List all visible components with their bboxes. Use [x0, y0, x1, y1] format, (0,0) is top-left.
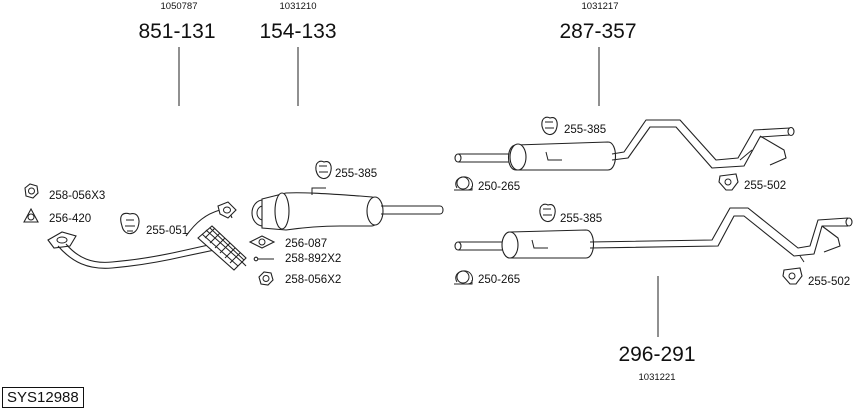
bracket-icon-hole [788, 272, 796, 280]
clamp-icon-ring [456, 270, 470, 284]
part-code-154-133[interactable]: 154-133 [259, 20, 336, 43]
flex-section-mesh [201, 227, 245, 267]
rear-upper-hanger[interactable]: 255-385 [541, 116, 606, 136]
front-nut[interactable]: 258-056X3 [24, 183, 105, 202]
middle-hanger[interactable]: 255-385 [315, 160, 377, 180]
middle-gasket-label: 256-087 [285, 238, 327, 250]
hanger-icon [315, 160, 332, 179]
hanger-icon-slot [125, 219, 135, 232]
front-gasket[interactable]: 256-420 [23, 207, 91, 225]
nut-icon [24, 183, 39, 199]
hanger-icon-slot [545, 121, 554, 129]
clamp-icon [455, 270, 473, 285]
rear-silencer-upper[interactable] [454, 119, 795, 171]
clamp-icon-base [454, 280, 473, 285]
upper-silencer-bracket [545, 151, 562, 161]
upper-tailpipe-tip [759, 135, 787, 166]
part-ref-1031221: 1031221 [639, 372, 676, 383]
middle-silencer-end [366, 196, 384, 226]
rear-lower-bracket[interactable]: 255-502 [782, 267, 850, 288]
bracket-icon [782, 267, 803, 285]
clamp-icon-ring [456, 176, 470, 190]
front-pipe-flange [47, 231, 77, 249]
front-pipe-tube-inner [65, 241, 223, 263]
part-ref-1031217: 1031217 [582, 1, 619, 12]
middle-silencer[interactable] [251, 187, 444, 231]
middle-silencer-hanger-bracket [311, 187, 326, 195]
part-code-287-357[interactable]: 287-357 [559, 20, 636, 43]
rear-upper-clamp-label: 250-265 [478, 181, 520, 193]
front-nut-label: 258-056X3 [49, 190, 105, 202]
hanger-icon-slot [543, 208, 552, 216]
front-pipe[interactable] [47, 201, 247, 271]
front-pipe-flex-section [197, 225, 247, 271]
part-ref-1031210: 1031210 [280, 1, 317, 12]
upper-silencer-front [509, 143, 527, 171]
clamp-icon-base [454, 186, 473, 191]
middle-silencer-outlet-pipe [381, 205, 444, 215]
upper-tailpipe-end [787, 126, 795, 137]
rear-lower-clamp-label: 250-265 [478, 274, 520, 286]
upper-tailpipe [611, 119, 791, 169]
upper-inlet-end [454, 153, 462, 163]
lower-bracket-line [799, 255, 805, 263]
rear-upper-hanger-label: 255-385 [564, 124, 606, 136]
upper-inlet-pipe [458, 153, 512, 163]
front-pipe-rear-flange [217, 201, 237, 219]
nut-icon [258, 271, 274, 286]
bracket-icon [718, 173, 739, 191]
middle-nut[interactable]: 258-056X2 [258, 271, 341, 286]
lower-silencer-front [501, 231, 519, 259]
nut-icon-hole [28, 187, 35, 195]
gasket-icon [23, 207, 39, 223]
bracket-icon-hole [724, 178, 732, 186]
middle-bolt[interactable]: 258-892X2 [253, 253, 341, 265]
lower-tailpipe-tip [821, 225, 841, 253]
nut-icon-hole [262, 275, 270, 282]
clamp-icon [455, 176, 473, 191]
hanger-icon [120, 212, 140, 235]
system-code-label: SYS12988 [2, 387, 84, 408]
part-code-851-131[interactable]: 851-131 [138, 20, 215, 43]
hanger-icon [541, 116, 558, 135]
front-hanger-label: 255-051 [146, 225, 188, 237]
gasket-icon-hole [258, 238, 266, 246]
lower-inlet-end [454, 241, 462, 251]
rear-upper-clamp[interactable]: 250-265 [454, 176, 520, 193]
gasket-icon-hole [27, 213, 35, 221]
lower-silencer-bracket [531, 239, 548, 249]
upper-silencer-body [507, 141, 617, 171]
front-gasket-label: 256-420 [49, 213, 91, 225]
bolt-icon-head [253, 256, 259, 262]
middle-gasket[interactable]: 256-087 [248, 235, 327, 250]
rear-lower-clamp[interactable]: 250-265 [454, 270, 520, 286]
lower-tailpipe [589, 207, 849, 257]
hanger-icon [539, 203, 556, 222]
lower-tailpipe-end [845, 217, 853, 227]
rear-silencer-lower[interactable] [454, 207, 853, 263]
front-hanger[interactable]: 255-051 [120, 212, 189, 237]
middle-nut-label: 258-056X2 [285, 274, 341, 286]
middle-silencer-front [274, 192, 290, 230]
middle-hanger-label: 255-385 [335, 168, 377, 180]
rear-upper-bracket[interactable]: 255-502 [718, 173, 786, 192]
front-pipe-flange-hole [56, 236, 68, 244]
upper-bracket-line [739, 149, 753, 161]
gasket-icon [248, 235, 276, 249]
hanger-icon-slot [319, 165, 328, 173]
rear-lower-hanger[interactable]: 255-385 [539, 203, 602, 225]
lower-inlet-pipe [458, 241, 506, 251]
rear-upper-bracket-label: 255-502 [744, 180, 786, 192]
part-code-296-291[interactable]: 296-291 [618, 343, 695, 366]
rear-lower-hanger-label: 255-385 [560, 213, 602, 225]
middle-bolt-label: 258-892X2 [285, 253, 341, 265]
rear-lower-bracket-label: 255-502 [808, 276, 850, 288]
part-ref-1050787: 1050787 [161, 1, 198, 12]
front-pipe-rear-flange-hole [223, 206, 231, 214]
